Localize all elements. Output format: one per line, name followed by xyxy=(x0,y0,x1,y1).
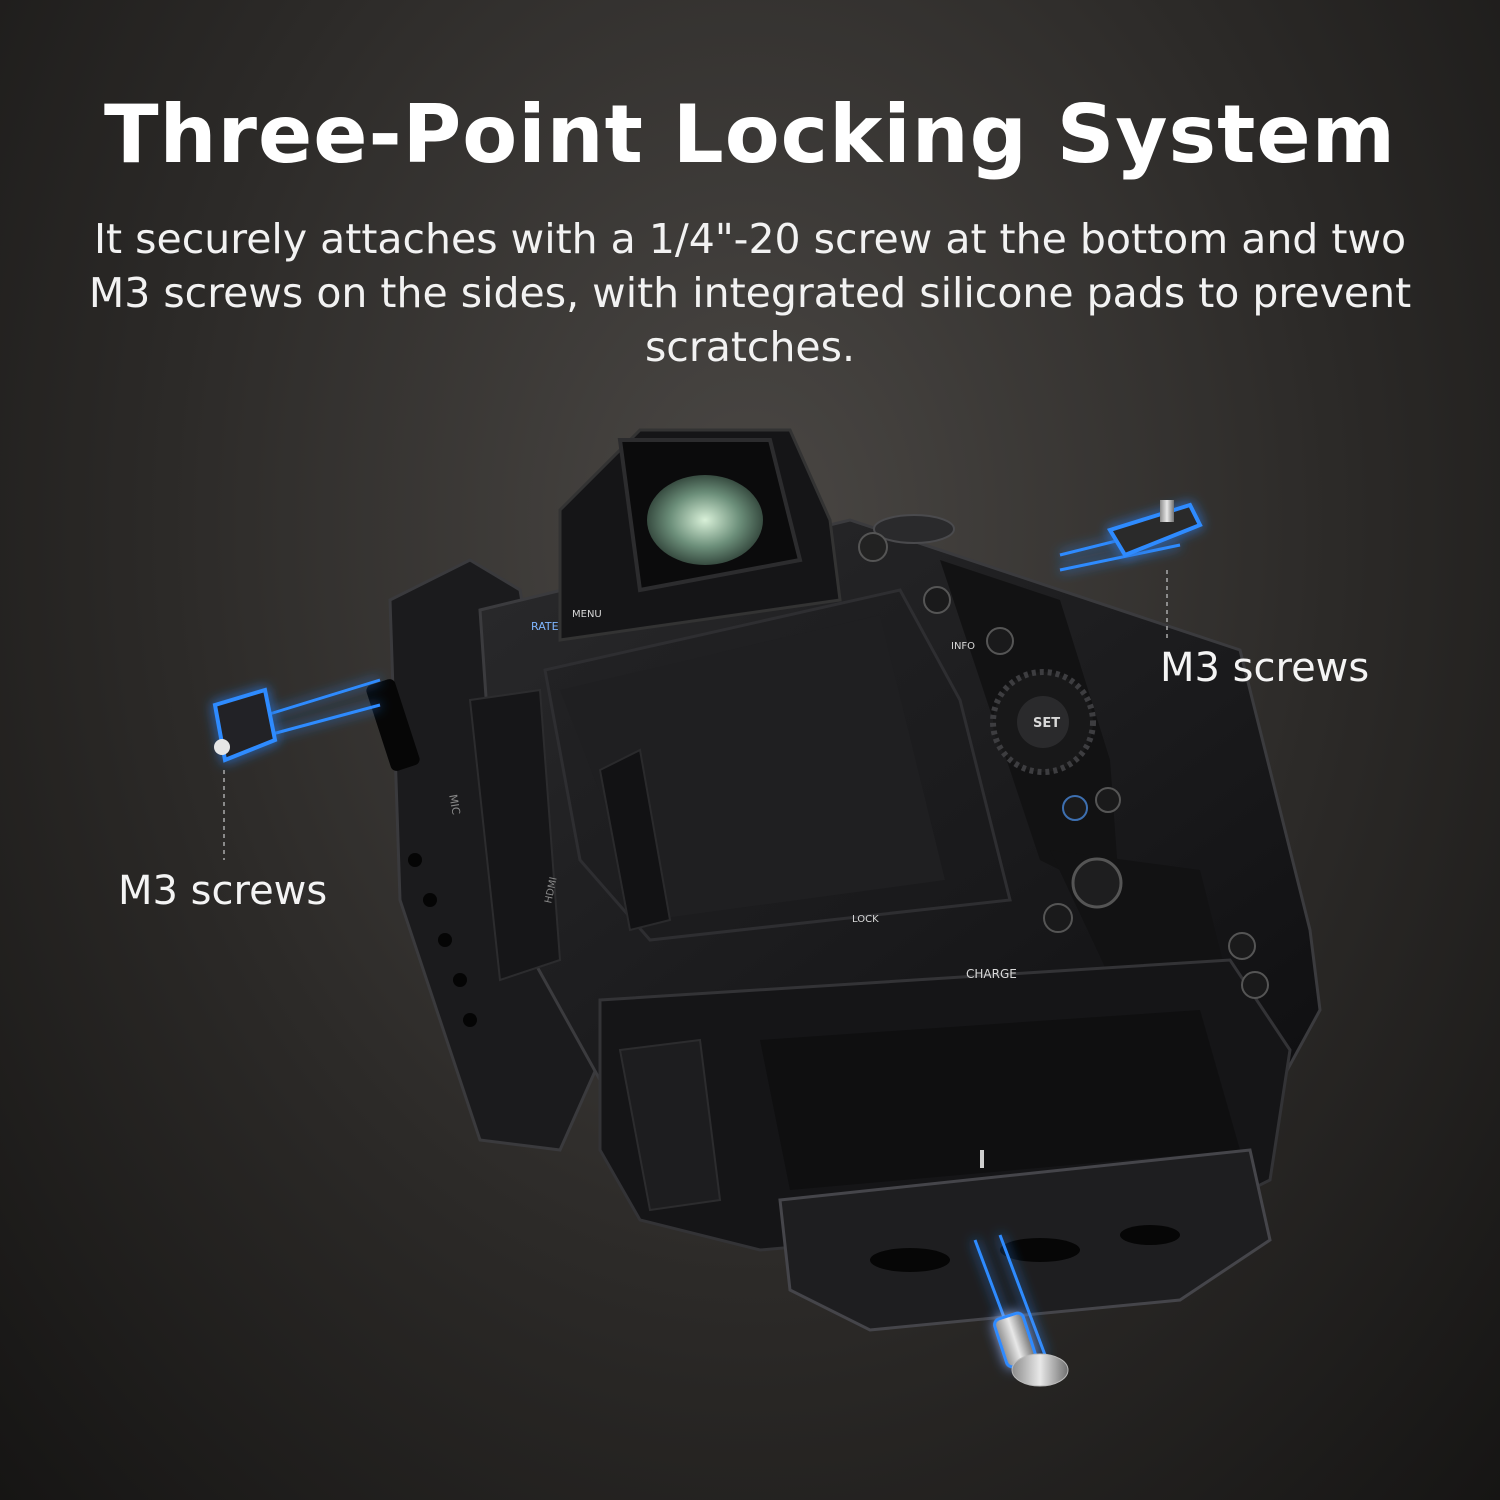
left-m3-screws-label: M3 screws xyxy=(118,868,328,914)
right-m3-screws-label: M3 screws xyxy=(1160,645,1370,691)
left-m3-screw xyxy=(212,678,381,860)
charge-label: CHARGE xyxy=(966,967,1017,981)
right-m3-screw xyxy=(1059,500,1203,640)
camera-controls xyxy=(858,514,1269,999)
menu-button-label: MENU xyxy=(572,609,602,620)
info-button-label: INFO xyxy=(951,641,975,652)
cage-bottom-plate xyxy=(778,1148,1272,1332)
page-subtitle: It securely attaches with a 1/4"-20 scre… xyxy=(88,215,1412,371)
bottom-quarter-inch-screw xyxy=(973,1234,1069,1387)
lock-label: LOCK xyxy=(852,914,879,925)
hdmi-port-label: HDMI xyxy=(543,876,559,904)
rate-button-label: RATE xyxy=(531,620,559,633)
set-button-label: SET xyxy=(1033,716,1060,731)
mic-port-label: MIC xyxy=(446,793,462,816)
page-title: Three-Point Locking System xyxy=(103,88,1397,181)
